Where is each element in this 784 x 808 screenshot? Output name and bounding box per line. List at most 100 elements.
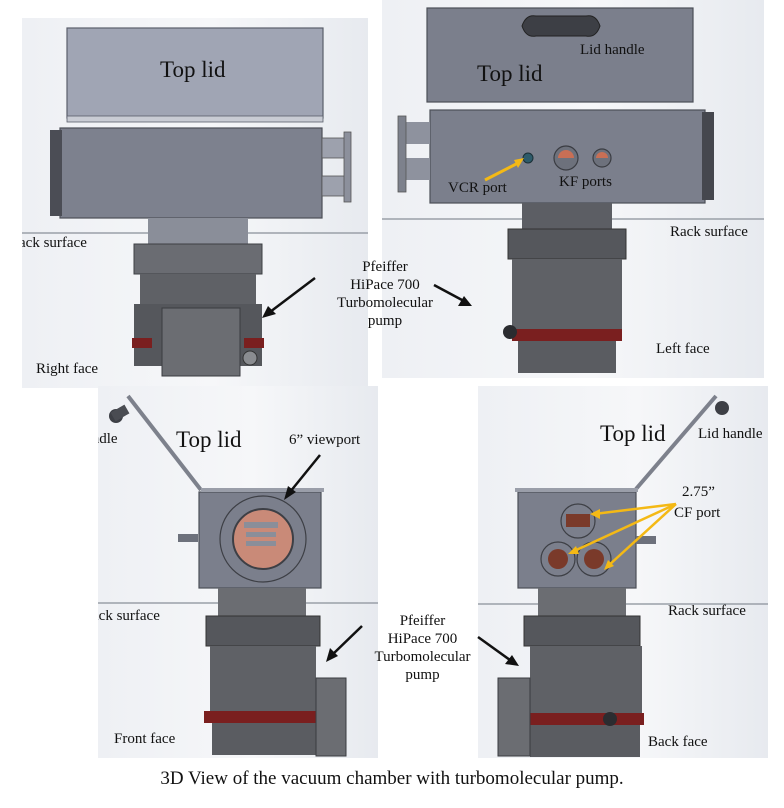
side-valve bbox=[178, 534, 198, 542]
back-face-drawing bbox=[478, 394, 768, 757]
cf-port-top-window bbox=[566, 514, 590, 527]
pump-neck bbox=[148, 218, 248, 246]
pump-band bbox=[204, 711, 316, 723]
kf-tube bbox=[404, 122, 430, 144]
label-rack-surface: Rack surface bbox=[670, 224, 748, 240]
lid-hinge bbox=[66, 115, 324, 123]
pump-label-line: Turbomolecular bbox=[336, 295, 434, 311]
cf-arrowhead-left bbox=[568, 546, 579, 554]
pump-label-line: pump bbox=[405, 667, 440, 683]
label-face: Right face bbox=[36, 361, 99, 377]
lid-handle bbox=[715, 401, 729, 415]
kf-tube bbox=[404, 158, 430, 180]
viewport-bar bbox=[244, 522, 278, 528]
pump-label-line: Pfeiffer bbox=[362, 259, 408, 275]
label-lid-handle: Lid handle bbox=[580, 42, 645, 58]
vcr-arrowhead bbox=[514, 158, 524, 168]
pump-base bbox=[212, 723, 316, 755]
left-face-drawing bbox=[382, 7, 764, 373]
pump-flange bbox=[523, 615, 641, 647]
kf-tube bbox=[321, 175, 347, 197]
pump-label-bottom: Pfeiffer HiPace 700 Turbomolecular pump bbox=[365, 612, 480, 684]
kf-port-large-copper bbox=[558, 150, 574, 158]
label-kf-ports: KF ports bbox=[559, 174, 612, 190]
chamber-top-rim bbox=[201, 488, 324, 492]
panel-back-face: Top lid Lid handle 2.75” CF port Rack su… bbox=[478, 386, 768, 758]
right-flange bbox=[702, 112, 714, 200]
kf-tube bbox=[321, 137, 347, 159]
pump-controller bbox=[315, 677, 347, 757]
pump-controller bbox=[161, 307, 241, 377]
label-top-lid: Top lid bbox=[160, 57, 226, 82]
vent-valve bbox=[242, 350, 258, 366]
viewport-bar bbox=[246, 541, 276, 546]
front-face-drawing bbox=[98, 394, 378, 757]
pump-body bbox=[530, 646, 642, 714]
pump-band-left bbox=[132, 338, 152, 348]
chamber-body bbox=[59, 127, 323, 219]
viewport-window bbox=[232, 508, 294, 570]
cf-port-right-window bbox=[584, 549, 604, 569]
pump-base bbox=[518, 341, 616, 373]
vcr-port bbox=[522, 152, 534, 164]
pump-band bbox=[530, 713, 644, 725]
pump-label-line: HiPace 700 bbox=[350, 277, 420, 293]
label-lid-handle: Lid handle bbox=[698, 426, 763, 442]
kf-flange bbox=[397, 115, 407, 193]
pump-neck bbox=[522, 203, 612, 231]
figure-caption: 3D View of the vacuum chamber with turbo… bbox=[160, 768, 624, 789]
chamber-top-rim bbox=[515, 488, 638, 492]
left-flange bbox=[50, 130, 62, 216]
cf-arrow-left bbox=[571, 502, 677, 554]
panel-right-face: Top lid Rack surface Right face bbox=[22, 18, 368, 388]
label-cf-port-line2: CF port bbox=[674, 505, 721, 521]
vcr-arrow bbox=[484, 160, 521, 182]
pump-controller bbox=[497, 677, 531, 757]
open-lid bbox=[634, 394, 718, 491]
label-top-lid: Top lid bbox=[176, 427, 242, 452]
pump-label-top: Pfeiffer HiPace 700 Turbomolecular pump bbox=[330, 258, 440, 330]
cf-arrowhead-right bbox=[604, 560, 614, 570]
side-valve bbox=[636, 536, 656, 544]
label-top-lid: Top lid bbox=[600, 421, 666, 446]
label-viewport: 6” viewport bbox=[289, 432, 361, 448]
pump-band bbox=[512, 329, 622, 341]
label-top-lid: Top lid bbox=[477, 61, 543, 86]
right-face-drawing bbox=[22, 27, 368, 377]
lid-handle-grip bbox=[110, 404, 130, 422]
cf-arrow-right bbox=[607, 503, 677, 567]
lid-handle bbox=[521, 15, 601, 37]
pump-body bbox=[512, 259, 622, 329]
label-lid-handle: Lid handle bbox=[98, 431, 118, 447]
label-rack-surface: Rack surface bbox=[22, 235, 87, 251]
cf-arrow-top bbox=[593, 502, 677, 516]
pump-label-line: HiPace 700 bbox=[387, 631, 458, 647]
pump-flange bbox=[205, 615, 321, 647]
pump-body bbox=[210, 646, 316, 716]
panel-left-face: Lid handle Top lid VCR port KF ports Rac… bbox=[382, 0, 764, 378]
pump-flange bbox=[133, 243, 263, 275]
pump-flange bbox=[507, 228, 627, 260]
open-lid bbox=[126, 394, 203, 492]
panel-front-face: Lid handle Top lid 6” viewport Rack surf… bbox=[98, 386, 378, 758]
pump-label-line: Pfeiffer bbox=[399, 613, 446, 629]
vent-valve bbox=[503, 325, 517, 339]
pump-base bbox=[530, 725, 640, 757]
pump-neck bbox=[218, 588, 306, 618]
label-rack-surface: Rack surface bbox=[98, 608, 160, 624]
vent-valve bbox=[603, 712, 617, 726]
pump-neck bbox=[538, 588, 626, 618]
viewport-bar bbox=[246, 532, 276, 537]
kf-flange bbox=[343, 131, 352, 203]
label-face: Back face bbox=[648, 734, 708, 750]
label-cf-port-line1: 2.75” bbox=[682, 484, 715, 500]
cf-arrows bbox=[571, 502, 677, 567]
cf-arrowhead-top bbox=[590, 509, 600, 519]
label-rack-surface: Rack surface bbox=[668, 603, 746, 619]
cf-port-left-window bbox=[548, 549, 568, 569]
label-vcr-port: VCR port bbox=[448, 180, 507, 196]
kf-port-small-copper bbox=[596, 152, 608, 158]
pump-label-line: pump bbox=[367, 313, 403, 329]
pump-band-right bbox=[244, 338, 264, 348]
top-lid bbox=[66, 27, 324, 119]
